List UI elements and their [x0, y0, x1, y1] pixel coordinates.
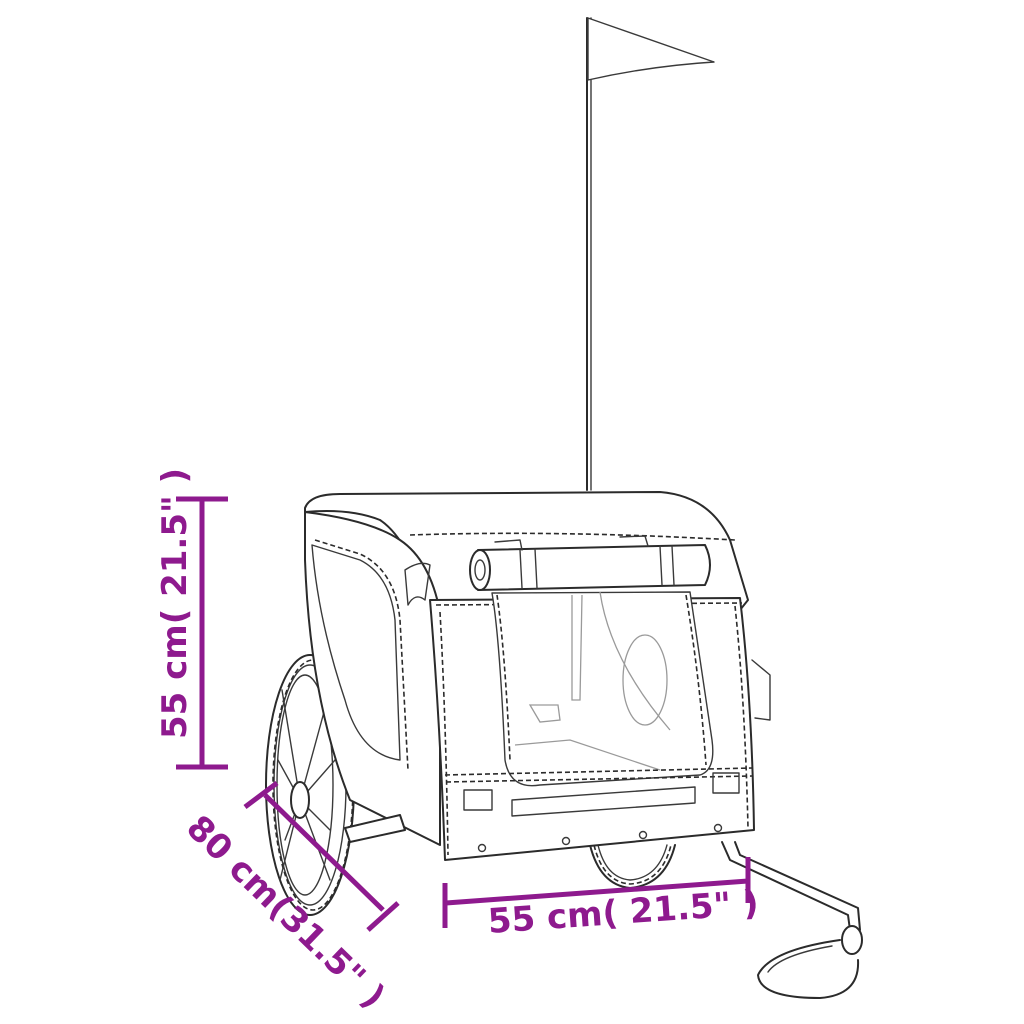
trailer-body: [304, 491, 771, 861]
height-dimension-text: 55 cm( 21.5" ): [155, 467, 195, 739]
right-wheel-icon: [589, 844, 676, 889]
flag-icon: [586, 17, 715, 491]
height-dimension-label: 55 cm( 21.5" ): [155, 468, 195, 739]
length-dimension-line: [243, 781, 400, 932]
width-dimension-line: [442, 857, 751, 928]
tow-bar: [721, 841, 863, 999]
height-dimension-line: [176, 496, 228, 770]
